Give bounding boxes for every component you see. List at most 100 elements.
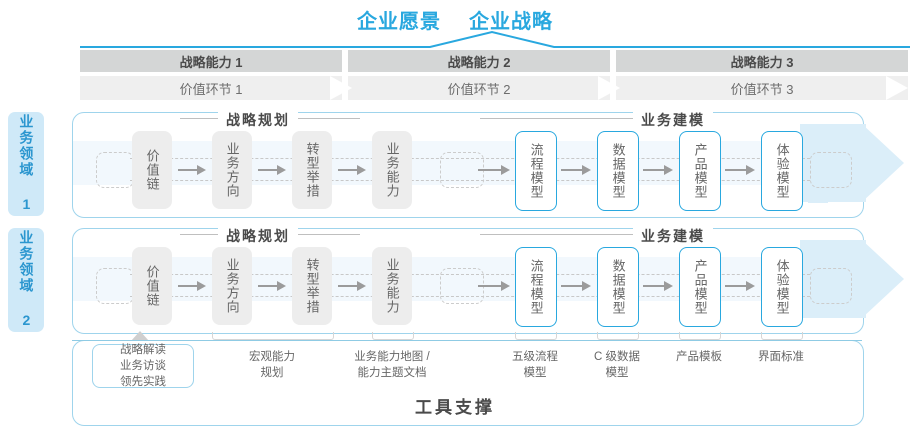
value-chain-bar-row: 价值环节 1 价值环节 2 价值环节 3 <box>80 76 908 100</box>
step-arrow-gap-d1 <box>478 165 510 175</box>
step-label: 业务方向 <box>224 258 240 314</box>
step-label: 数据模型 <box>610 143 626 199</box>
step-arrow-d1-7 <box>725 165 755 175</box>
value-chain-label-2: 价值环节 2 <box>447 81 511 97</box>
step-label: 转型举措 <box>304 142 320 198</box>
tool-label-2: 业务能力地图 /能力主题文档 <box>354 351 430 379</box>
step-label: 业务能力 <box>384 258 400 314</box>
tool-panel-divider <box>72 340 862 341</box>
ghost-step-1-start <box>96 152 134 188</box>
step-box-d2-8[interactable]: 体验模型 <box>761 247 803 327</box>
section-title-2b: 业务建模 <box>633 226 713 246</box>
capability-bar-3: 战略能力 3 <box>616 50 908 72</box>
step-box-d1-4[interactable]: 业务能力 <box>372 131 412 209</box>
step-box-d1-2[interactable]: 业务方向 <box>212 131 252 209</box>
step-arrow-d2-3 <box>338 281 366 291</box>
tool-brace-3 <box>515 332 557 340</box>
domain-tag-label-2: 业务领域 2 <box>18 230 35 330</box>
flow-band-2 <box>73 257 863 301</box>
capability-bar-2: 战略能力 2 <box>348 50 610 72</box>
step-box-d1-7[interactable]: 产品模型 <box>679 131 721 211</box>
rail-dash-1-top <box>130 158 810 159</box>
value-chain-bar-3: 价值环节 3 <box>616 76 908 100</box>
rail-dash-2-bottom <box>130 296 810 297</box>
step-arrow-d1-6 <box>643 165 673 175</box>
step-box-d1-8[interactable]: 体验模型 <box>761 131 803 211</box>
flow-arrow-tail-1 <box>800 124 866 202</box>
step-arrow-d1-3 <box>338 165 366 175</box>
step-arrow-d2-6 <box>643 281 673 291</box>
step-label: 业务能力 <box>384 142 400 198</box>
ghost-step-2-start <box>96 268 134 304</box>
step-arrow-d1-5 <box>561 165 591 175</box>
tool-highlight-box: 战略解读业务访谈领先实践 <box>92 344 194 388</box>
flow-arrow-head-1 <box>862 124 904 202</box>
tool-label-6: 界面标准 <box>758 351 804 363</box>
step-label: 业务方向 <box>224 142 240 198</box>
step-box-d1-3[interactable]: 转型举措 <box>292 131 332 209</box>
tool-label-1: 宏观能力规划 <box>249 351 295 379</box>
tool-label-5: 产品模板 <box>676 351 722 363</box>
step-box-d1-5[interactable]: 流程模型 <box>515 131 557 211</box>
step-arrow-d2-7 <box>725 281 755 291</box>
capability-label-2: 战略能力 2 <box>447 54 511 70</box>
step-label: 流程模型 <box>528 259 544 315</box>
value-chain-bar-2: 价值环节 2 <box>348 76 610 100</box>
enterprise-strategy-title: 企业战略 <box>469 10 553 33</box>
step-arrow-d1-1 <box>178 165 206 175</box>
capability-bar-row: 战略能力 1 战略能力 2 战略能力 3 <box>80 50 908 72</box>
step-box-d2-2[interactable]: 业务方向 <box>212 247 252 325</box>
tool-label-4: C 级数据模型 <box>594 351 640 379</box>
domain-tag-1: 业务领域 1 <box>8 112 44 216</box>
step-arrow-gap-d2 <box>478 281 510 291</box>
step-box-d2-3[interactable]: 转型举措 <box>292 247 332 325</box>
ghost-step-2-end <box>810 268 852 304</box>
step-box-d1-1[interactable]: 价值链 <box>132 131 172 209</box>
step-box-d1-6[interactable]: 数据模型 <box>597 131 639 211</box>
step-arrow-d2-5 <box>561 281 591 291</box>
flow-arrow-tail-2 <box>800 240 866 318</box>
vision-title-row: 企业愿景 企业战略 <box>0 4 910 34</box>
step-label: 价值链 <box>144 265 160 307</box>
section-title-1b: 业务建模 <box>633 110 713 130</box>
capability-bar-1: 战略能力 1 <box>80 50 342 72</box>
step-label: 流程模型 <box>528 143 544 199</box>
tool-brace-5 <box>679 332 721 340</box>
value-chain-label-3: 价值环节 3 <box>730 81 794 97</box>
step-box-d2-7[interactable]: 产品模型 <box>679 247 721 327</box>
section-title-1a: 战略规划 <box>218 110 298 130</box>
value-chain-label-1: 价值环节 1 <box>179 81 243 97</box>
step-label: 数据模型 <box>610 259 626 315</box>
tool-brace-2 <box>372 332 414 340</box>
domain-tag-2: 业务领域 2 <box>8 228 44 332</box>
tool-brace-1 <box>212 332 334 340</box>
step-box-d2-1[interactable]: 价值链 <box>132 247 172 325</box>
step-arrow-d2-1 <box>178 281 206 291</box>
step-box-d2-4[interactable]: 业务能力 <box>372 247 412 325</box>
rail-dash-2-top <box>130 274 810 275</box>
tool-brace-4 <box>597 332 639 340</box>
flow-arrow-head-2 <box>862 240 904 318</box>
capability-label-3: 战略能力 3 <box>730 54 794 70</box>
step-arrow-d1-2 <box>258 165 286 175</box>
section-line-right-2 <box>480 234 640 235</box>
domain-tag-label-1: 业务领域 1 <box>18 114 35 214</box>
step-label: 价值链 <box>144 149 160 191</box>
step-label: 产品模型 <box>692 259 708 315</box>
step-label: 体验模型 <box>774 259 790 315</box>
step-box-d2-5[interactable]: 流程模型 <box>515 247 557 327</box>
capability-label-1: 战略能力 1 <box>179 54 243 70</box>
vision-connector-line <box>80 30 910 48</box>
ghost-step-1-end <box>810 152 852 188</box>
section-line-right-1 <box>480 118 640 119</box>
enterprise-vision-title: 企业愿景 <box>357 10 441 33</box>
tool-support-title: 工具支撑 <box>415 398 495 417</box>
step-label: 产品模型 <box>692 143 708 199</box>
rail-dash-1-bottom <box>130 180 810 181</box>
step-box-d2-6[interactable]: 数据模型 <box>597 247 639 327</box>
tool-highlight-text: 战略解读业务访谈领先实践 <box>120 343 166 389</box>
section-title-2a: 战略规划 <box>218 226 298 246</box>
tool-label-3: 五级流程模型 <box>512 351 558 379</box>
flow-band-1 <box>73 141 863 185</box>
